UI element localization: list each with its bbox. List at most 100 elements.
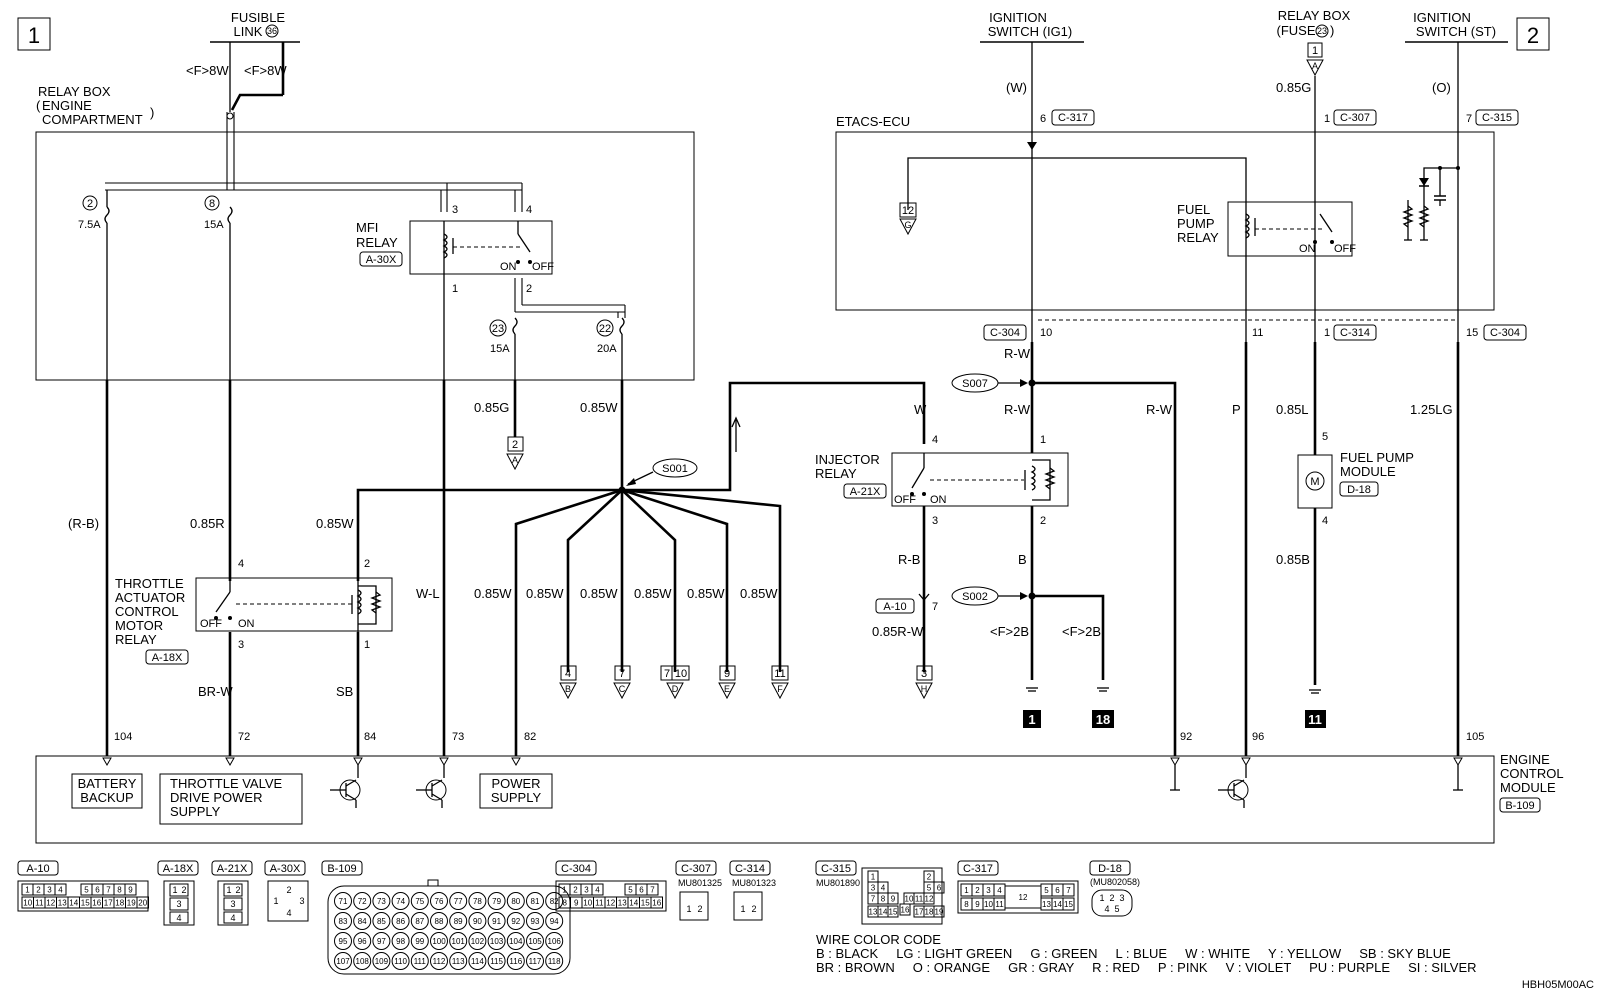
svg-text:6: 6	[639, 886, 644, 895]
relay-box-fuse-source: RELAY BOX (FUSE 23 ) 1 A 0.85G	[1276, 8, 1351, 95]
svg-text:11: 11	[1308, 712, 1322, 727]
svg-text:112: 112	[433, 957, 446, 966]
svg-text:1: 1	[1324, 327, 1330, 339]
svg-text:18: 18	[925, 908, 934, 917]
svg-text:DRIVE POWER: DRIVE POWER	[170, 790, 262, 805]
svg-text:OFF: OFF	[894, 494, 916, 506]
svg-text:4: 4	[238, 558, 244, 570]
svg-text:102: 102	[471, 937, 485, 946]
connector-pin: 113	[449, 952, 468, 970]
svg-text:73: 73	[377, 897, 386, 906]
connector-pin: 9	[570, 896, 583, 909]
connector-pin: 116	[506, 952, 525, 970]
svg-text:R-W: R-W	[1146, 402, 1173, 417]
connector-pin: 99	[410, 932, 429, 950]
relay-box-engine-compartment: RELAY BOX ( ENGINE COMPARTMENT ) 2 7.5A …	[35, 84, 695, 381]
svg-text:RELAY: RELAY	[356, 235, 398, 250]
connector-pin: 115	[487, 952, 506, 970]
svg-text:20: 20	[138, 899, 147, 908]
svg-text:93: 93	[531, 917, 540, 926]
svg-text:1: 1	[740, 904, 745, 914]
svg-text:RELAY BOX: RELAY BOX	[38, 84, 111, 99]
connector-pin: 11	[993, 897, 1006, 911]
connector-pin: 9	[124, 883, 137, 896]
svg-text:2: 2	[697, 904, 702, 914]
svg-text:F: F	[777, 684, 783, 694]
svg-text:1: 1	[686, 904, 691, 914]
svg-text:22: 22	[599, 323, 611, 335]
svg-text:RELAY: RELAY	[1177, 230, 1219, 245]
svg-text:G: G	[904, 220, 911, 230]
svg-text:2: 2	[181, 885, 186, 895]
svg-text:10: 10	[905, 895, 914, 904]
svg-text:8: 8	[209, 198, 215, 210]
svg-text:B-109: B-109	[1505, 800, 1534, 812]
svg-text:115: 115	[490, 957, 503, 966]
svg-text:8: 8	[964, 900, 969, 909]
svg-text:C-307: C-307	[681, 863, 711, 875]
svg-text:A-18X: A-18X	[152, 652, 183, 664]
svg-text:15: 15	[641, 899, 650, 908]
svg-text:13: 13	[618, 899, 627, 908]
svg-text:4: 4	[565, 668, 571, 680]
svg-text:16: 16	[901, 906, 910, 915]
connector-pin: 11	[593, 896, 606, 909]
connector-pin: 87	[410, 912, 429, 930]
connector-pin: 1	[960, 883, 973, 897]
svg-text:SWITCH (ST): SWITCH (ST)	[1416, 24, 1496, 39]
svg-text:7: 7	[619, 668, 625, 680]
svg-text:FUEL: FUEL	[1177, 202, 1210, 217]
svg-text:0.85B: 0.85B	[1276, 552, 1310, 567]
svg-text:0.85W: 0.85W	[474, 586, 512, 601]
svg-text:C-315: C-315	[1482, 112, 1512, 124]
transistor-icon	[416, 765, 447, 808]
svg-text:0.85W: 0.85W	[634, 586, 672, 601]
connector-pin: 105	[526, 932, 544, 950]
svg-text:10: 10	[984, 900, 993, 909]
connector-pin: 12	[604, 896, 617, 909]
connector-pin: 93	[526, 912, 544, 930]
svg-text:BACKUP: BACKUP	[80, 790, 133, 805]
svg-text:104: 104	[509, 937, 523, 946]
connector-pin: 111	[410, 952, 429, 970]
svg-text:23: 23	[1317, 26, 1327, 36]
connector-pin: 110	[391, 952, 410, 970]
svg-text:8: 8	[881, 895, 886, 904]
svg-text:FUSIBLE: FUSIBLE	[231, 10, 286, 25]
svg-text:18: 18	[1096, 712, 1110, 727]
connector-pin: 79	[487, 892, 506, 910]
svg-text:H: H	[921, 684, 928, 694]
connector-pin: 12	[1004, 885, 1042, 909]
svg-text:80: 80	[511, 897, 520, 906]
connector-pin: 108	[353, 952, 372, 970]
svg-text:11: 11	[995, 900, 1004, 909]
svg-text:SB: SB	[336, 684, 353, 699]
etacs-ecu: ETACS-ECU 6 C-317 1 C-307 7 C-315 12 G F…	[835, 42, 1527, 342]
svg-text:(W): (W)	[1006, 80, 1027, 95]
connector-pin: 1	[558, 883, 571, 896]
svg-text:101: 101	[452, 937, 466, 946]
svg-text:<F>8W: <F>8W	[186, 63, 229, 78]
svg-text:C-317: C-317	[963, 863, 993, 875]
connector-pin: 7	[867, 892, 879, 905]
mfi-relay: MFI RELAY A-30X 3 4 1 2 ON OFF	[356, 204, 554, 380]
svg-text:): )	[150, 105, 154, 120]
svg-text:2: 2	[751, 904, 756, 914]
svg-text:B-109: B-109	[327, 863, 356, 875]
svg-text:15: 15	[1466, 327, 1478, 339]
connector-pin: 8	[877, 892, 889, 905]
connector-pin: 11	[33, 896, 46, 909]
connector-pin: 2	[971, 883, 984, 897]
svg-text:C: C	[619, 684, 626, 694]
connector-pin: 91	[487, 912, 506, 930]
svg-text:COMPARTMENT: COMPARTMENT	[42, 112, 143, 127]
svg-text:MU801325: MU801325	[678, 878, 722, 888]
svg-text:73: 73	[452, 731, 464, 743]
connector-pin: 14	[627, 896, 640, 909]
svg-text:4: 4	[932, 434, 938, 446]
connector-pin: 16	[650, 896, 663, 909]
connector-pin: 82	[545, 892, 564, 910]
svg-text:13: 13	[869, 908, 878, 917]
svg-text:ON: ON	[1299, 243, 1316, 255]
